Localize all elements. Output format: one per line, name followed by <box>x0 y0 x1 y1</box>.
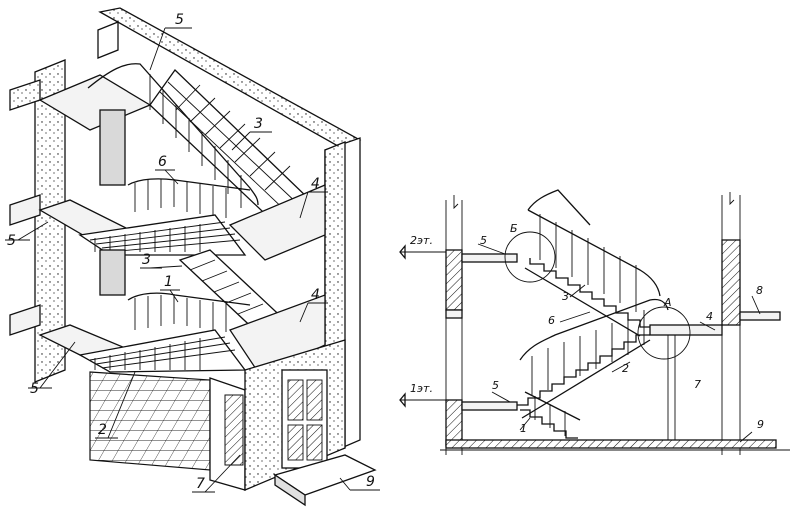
label-9: 9 <box>366 474 375 490</box>
label-floor1: 1эт. <box>410 382 433 395</box>
left-leaders <box>5 27 380 493</box>
section-left-wall-outline <box>445 195 463 455</box>
label-r1: 1 <box>520 422 527 435</box>
upper-flight-rail <box>527 209 661 297</box>
upper-flight-steps <box>529 258 650 328</box>
mid-landing <box>649 324 723 336</box>
upper-railing <box>87 63 259 206</box>
floor2-slab <box>461 253 518 263</box>
section-left-wall <box>445 249 463 311</box>
first-balusters <box>134 295 227 332</box>
entry-door-lower-left <box>287 424 304 461</box>
label-r3: 3 <box>562 290 569 303</box>
entry-door-lower-right <box>306 424 323 461</box>
label-5-top: 5 <box>175 12 184 28</box>
label-r9: 9 <box>757 418 764 431</box>
ground-flight-steps <box>520 409 578 439</box>
label-5-mid: 5 <box>7 233 16 249</box>
entrance-step-front <box>274 473 306 507</box>
upper-balusters <box>539 214 637 312</box>
first-railing <box>127 292 251 306</box>
entry-canopy <box>739 311 781 321</box>
first-flight-steps <box>89 336 236 370</box>
label-3-lower: 3 <box>142 252 151 268</box>
lower-up-steps <box>189 259 276 326</box>
label-r5-lower: 5 <box>492 379 499 392</box>
label-7: 7 <box>196 476 205 492</box>
right-leaders <box>477 243 761 443</box>
middle-landing-right <box>228 184 326 261</box>
label-detail-a: А <box>663 296 672 309</box>
lower-flight-steps <box>517 334 650 406</box>
chimney-block <box>97 21 119 59</box>
entry-door-panel-right <box>306 379 323 421</box>
middle-slab <box>9 194 41 226</box>
label-floor2: 2эт. <box>410 234 433 247</box>
section-right-wall <box>721 239 741 326</box>
lower-flight-rail <box>519 298 669 361</box>
tiled-floor <box>89 371 211 471</box>
floor1-marker <box>399 392 406 408</box>
middle-balusters <box>134 179 227 218</box>
label-1: 1 <box>164 274 173 290</box>
entry-door-panel-left <box>287 379 304 421</box>
label-r2: 2 <box>622 362 629 375</box>
middle-railing <box>127 178 251 191</box>
label-4-lower: 4 <box>311 287 320 303</box>
lower-balusters <box>531 310 645 395</box>
lower-flight-soffit <box>521 339 651 419</box>
label-6: 6 <box>158 154 167 170</box>
ground-flight-rail <box>524 391 581 421</box>
upper-balusters <box>149 74 242 208</box>
inner-column-lower <box>99 249 126 296</box>
label-2: 2 <box>98 422 107 438</box>
first-flight <box>78 329 247 373</box>
mid-landing-support <box>667 335 676 440</box>
section-floor-slab <box>445 439 777 449</box>
label-detail-b: Б <box>510 222 518 235</box>
upper-flight-soffit <box>524 267 641 337</box>
middle-flight-steps <box>89 221 241 253</box>
detail-circle-b <box>504 231 556 283</box>
label-r4: 4 <box>706 310 713 323</box>
label-4-upper: 4 <box>311 176 320 192</box>
lower-slab <box>9 304 41 336</box>
upper-flight-steps <box>159 81 301 216</box>
floor1-slab <box>461 401 518 411</box>
inner-column-upper <box>99 109 126 186</box>
label-r6: 6 <box>548 314 555 327</box>
ground-balusters <box>534 396 566 436</box>
section-left-wall-lower <box>445 399 463 447</box>
label-r7: 7 <box>694 378 701 391</box>
upper-rail-extension <box>527 189 591 226</box>
isometric-view: 5 3 6 4 5 3 1 4 5 2 7 9 <box>5 7 380 507</box>
section-view: 2эт. 1эт. Б А 5 3 6 2 4 8 7 5 1 9 <box>399 189 790 455</box>
floor2-marker <box>399 244 406 260</box>
detail-circle-a <box>637 306 691 360</box>
upper-landing-edge <box>9 79 41 111</box>
floor2-slab-under <box>445 309 463 319</box>
label-r8: 8 <box>756 284 763 297</box>
label-3-upper: 3 <box>254 116 263 132</box>
left-wall <box>34 59 66 383</box>
label-r5-upper: 5 <box>480 234 487 247</box>
vestibule-door <box>224 394 244 466</box>
label-5-bottom: 5 <box>30 381 39 397</box>
